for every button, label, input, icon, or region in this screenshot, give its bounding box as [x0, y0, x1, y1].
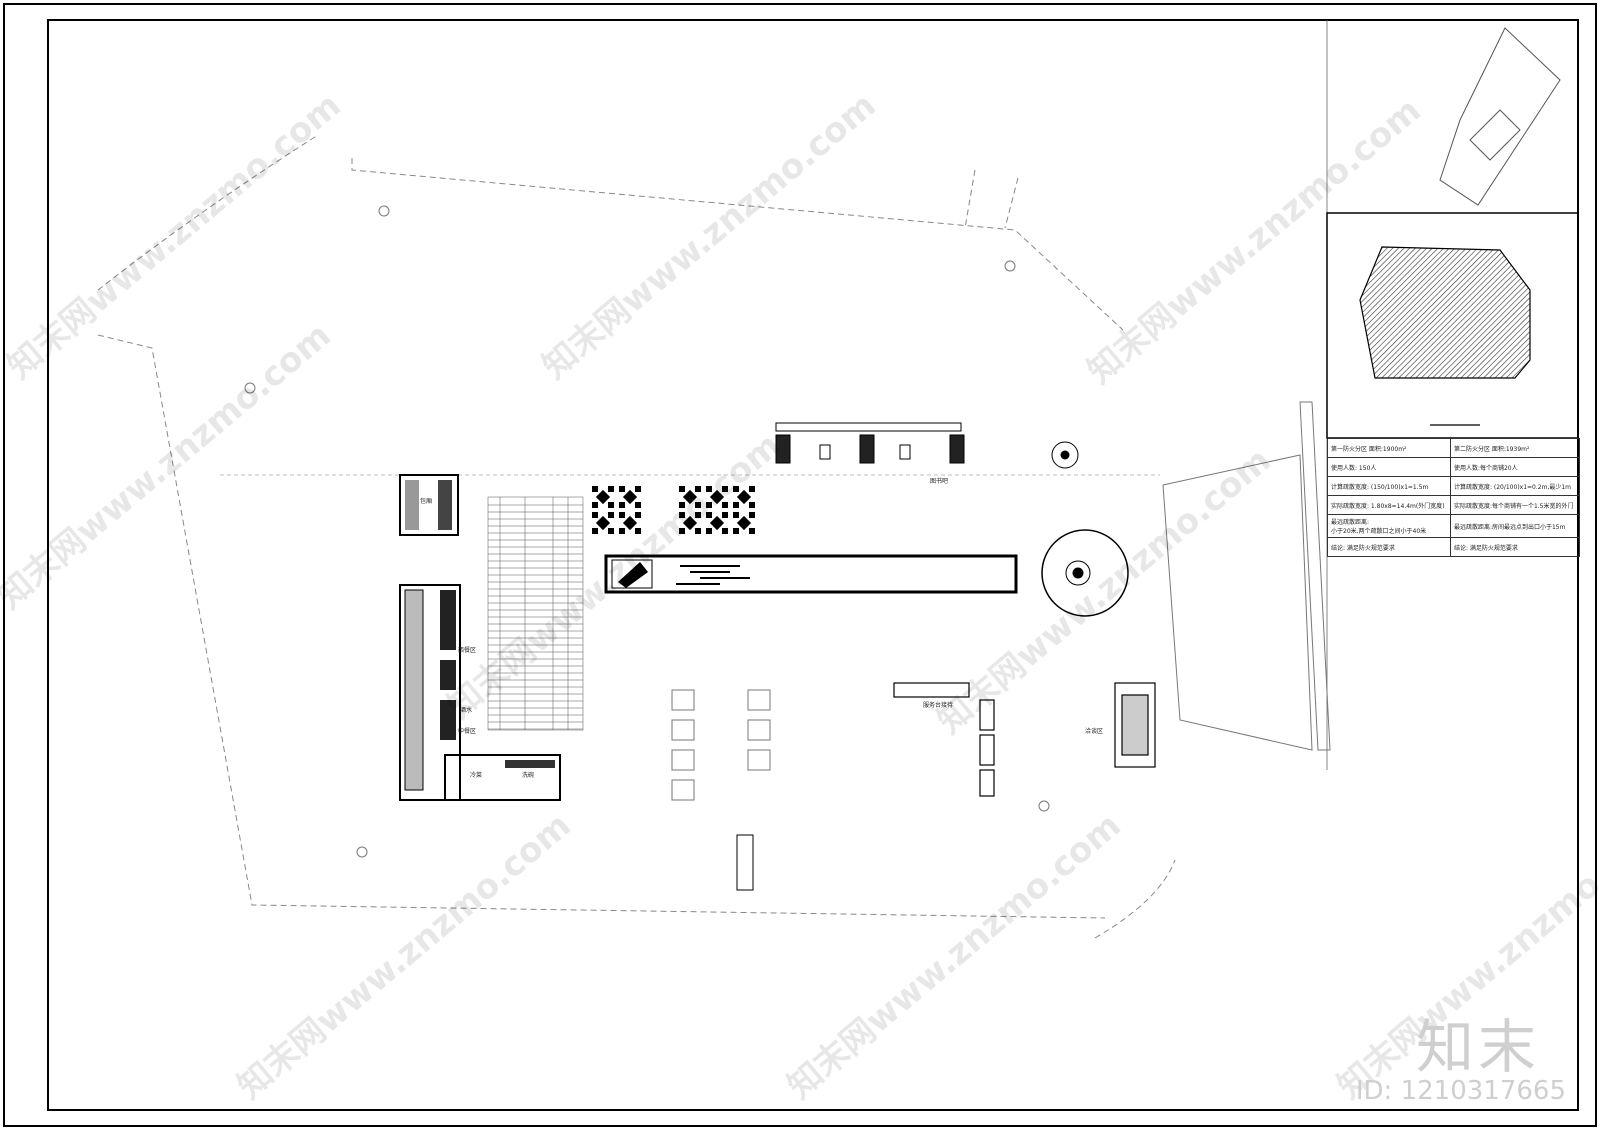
seat-cluster — [679, 486, 701, 508]
label-service-desk: 服务台接待 — [923, 701, 953, 709]
label-book-bar: 图书吧 — [930, 477, 948, 485]
long-counter — [604, 554, 1018, 594]
seat-cluster — [592, 486, 614, 508]
watermark-5: 知末网www.znzmo.com — [440, 425, 789, 727]
zone1-title: 第一防火分区 面积:1900m² — [1327, 438, 1451, 458]
drawing-id: ID: 1210317665 — [1355, 1076, 1566, 1106]
label-brewing: 酒水 — [460, 706, 472, 714]
fire-compartment-table: 第一防火分区 面积:1900m² 第二防火分区 面积:1939m² 使用人数: … — [1327, 438, 1581, 557]
seat-cluster — [733, 486, 755, 508]
round-lounge — [1041, 441, 1129, 617]
entrance-canopy — [1162, 401, 1331, 751]
zone1-distance-title: 最远疏散距离: — [1331, 519, 1370, 526]
label-cold-dish: 冷菜 — [470, 771, 482, 779]
book-bar-furniture — [775, 422, 965, 464]
zone1-people: 使用人数: 150人 — [1327, 457, 1451, 477]
zone1-actual-width: 实际疏散宽度: 1.80x8=14.4m(外门宽度) — [1327, 495, 1451, 515]
zone2-result: 结论: 满足防火规范要求 — [1449, 537, 1581, 557]
zone1-distance: 最远疏散距离: 小于20米,两个疏散口之间小于40米 — [1327, 514, 1451, 538]
label-private-room: 包厢 — [420, 497, 432, 505]
zone1-calc-width: 计算疏散宽度: (150/100)x1=1.5m — [1327, 476, 1451, 496]
seat-cluster — [619, 512, 641, 534]
outer-frame — [3, 3, 1597, 1127]
fire-zone-plan — [1359, 246, 1531, 379]
zone2-actual-width: 实际疏散宽度:每个商铺有一个1.5米宽的外门 — [1449, 495, 1581, 515]
label-chinese-dining: 中餐区 — [458, 727, 476, 735]
tree-symbols — [244, 205, 1050, 858]
watermarks: 知末网www.znzmo.com 知末网www.znzmo.com 知末网www… — [0, 85, 1600, 1107]
seat-cluster — [679, 512, 701, 534]
watermark-2: 知末网www.znzmo.com — [535, 85, 884, 387]
watermark-8: 知末网www.znzmo.com — [780, 805, 1129, 1107]
booth-tables — [671, 689, 771, 891]
cafe-seating — [592, 486, 755, 534]
zone2-title: 第二防火分区 面积:1939m² — [1449, 438, 1581, 458]
zone1-result: 结论: 满足防火规范要求 — [1327, 537, 1451, 557]
seat-cluster — [592, 512, 614, 534]
kitchen-block — [399, 474, 561, 801]
zone1-distance-value: 小于20米,两个疏散口之间小于40米 — [1331, 528, 1427, 535]
zone2-distance: 最远疏散距离:房间最远点到出口小于15m — [1449, 514, 1581, 538]
seat-cluster — [619, 486, 641, 508]
watermark-7: 知末网www.znzmo.com — [230, 805, 579, 1107]
inner-frame — [47, 19, 1579, 1111]
zone2-people: 使用人数:每个商铺20人 — [1449, 457, 1581, 477]
label-negotiation: 洽谈区 — [1085, 727, 1103, 735]
site-key-plan — [1439, 27, 1561, 206]
negotiation-furniture — [893, 682, 1156, 797]
seat-cluster — [733, 512, 755, 534]
zone2-calc-width: 计算疏散宽度: (20/100)x1=0.2m,最少1m — [1449, 476, 1581, 496]
seat-cluster — [706, 512, 728, 534]
site-boundary — [97, 134, 1176, 939]
brand-logo: 知末 — [1415, 1013, 1540, 1081]
furniture-schedule-table — [487, 496, 584, 731]
seat-cluster — [706, 486, 728, 508]
label-west-dining: 西餐区 — [458, 646, 476, 654]
label-wash: 洗碗 — [522, 771, 534, 779]
